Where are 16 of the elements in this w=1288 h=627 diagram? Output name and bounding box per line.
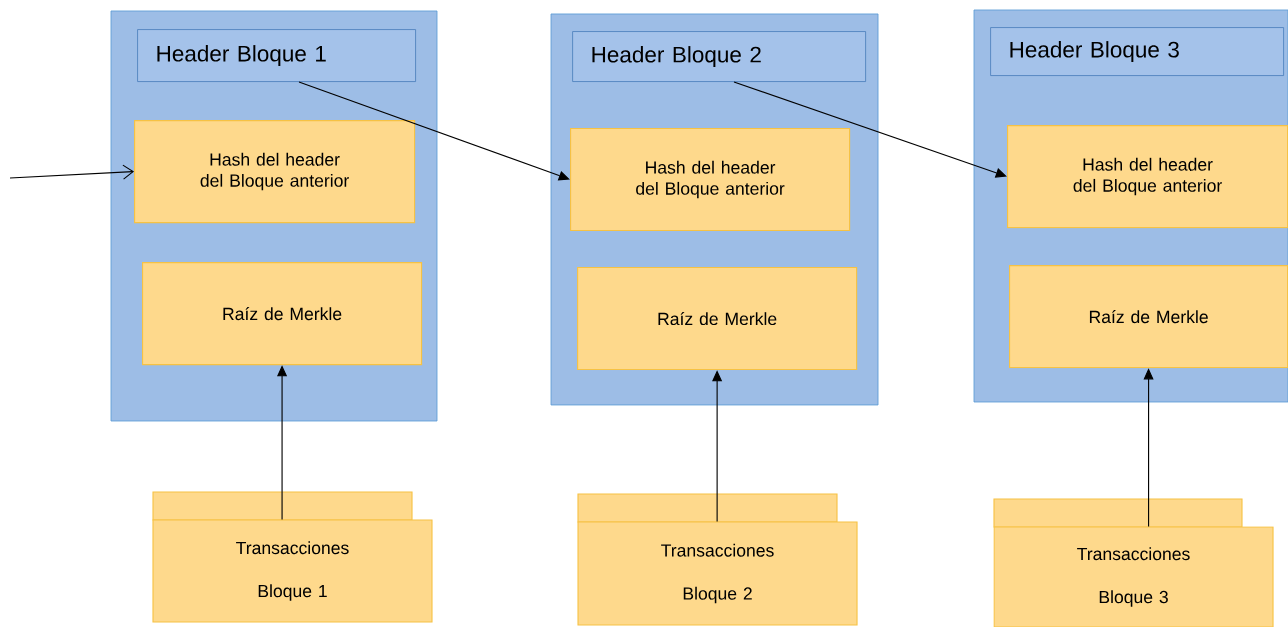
header-box: Header Bloque 2 bbox=[572, 31, 867, 82]
header-box: Header Bloque 3 bbox=[990, 27, 1284, 76]
document-stack: Transacciones Bloque 1 bbox=[152, 491, 433, 623]
header-box: Header Bloque 1 bbox=[137, 29, 416, 82]
document-stack: Transacciones Bloque 2 bbox=[577, 493, 858, 626]
arrow bbox=[733, 81, 1007, 178]
field-box: Hash del header del Bloque anterior bbox=[134, 120, 416, 224]
field-box: Hash del header del Bloque anterior bbox=[570, 128, 851, 232]
field-box: Raíz de Merkle bbox=[1009, 265, 1288, 369]
arrow bbox=[9, 164, 135, 180]
arrow bbox=[1143, 368, 1154, 527]
field-box: Hash del header del Bloque anterior bbox=[1007, 125, 1288, 229]
arrow bbox=[298, 81, 570, 181]
document-stack: Transacciones Bloque 3 bbox=[993, 498, 1274, 627]
field-box: Raíz de Merkle bbox=[577, 267, 858, 371]
field-box: Raíz de Merkle bbox=[142, 262, 423, 366]
